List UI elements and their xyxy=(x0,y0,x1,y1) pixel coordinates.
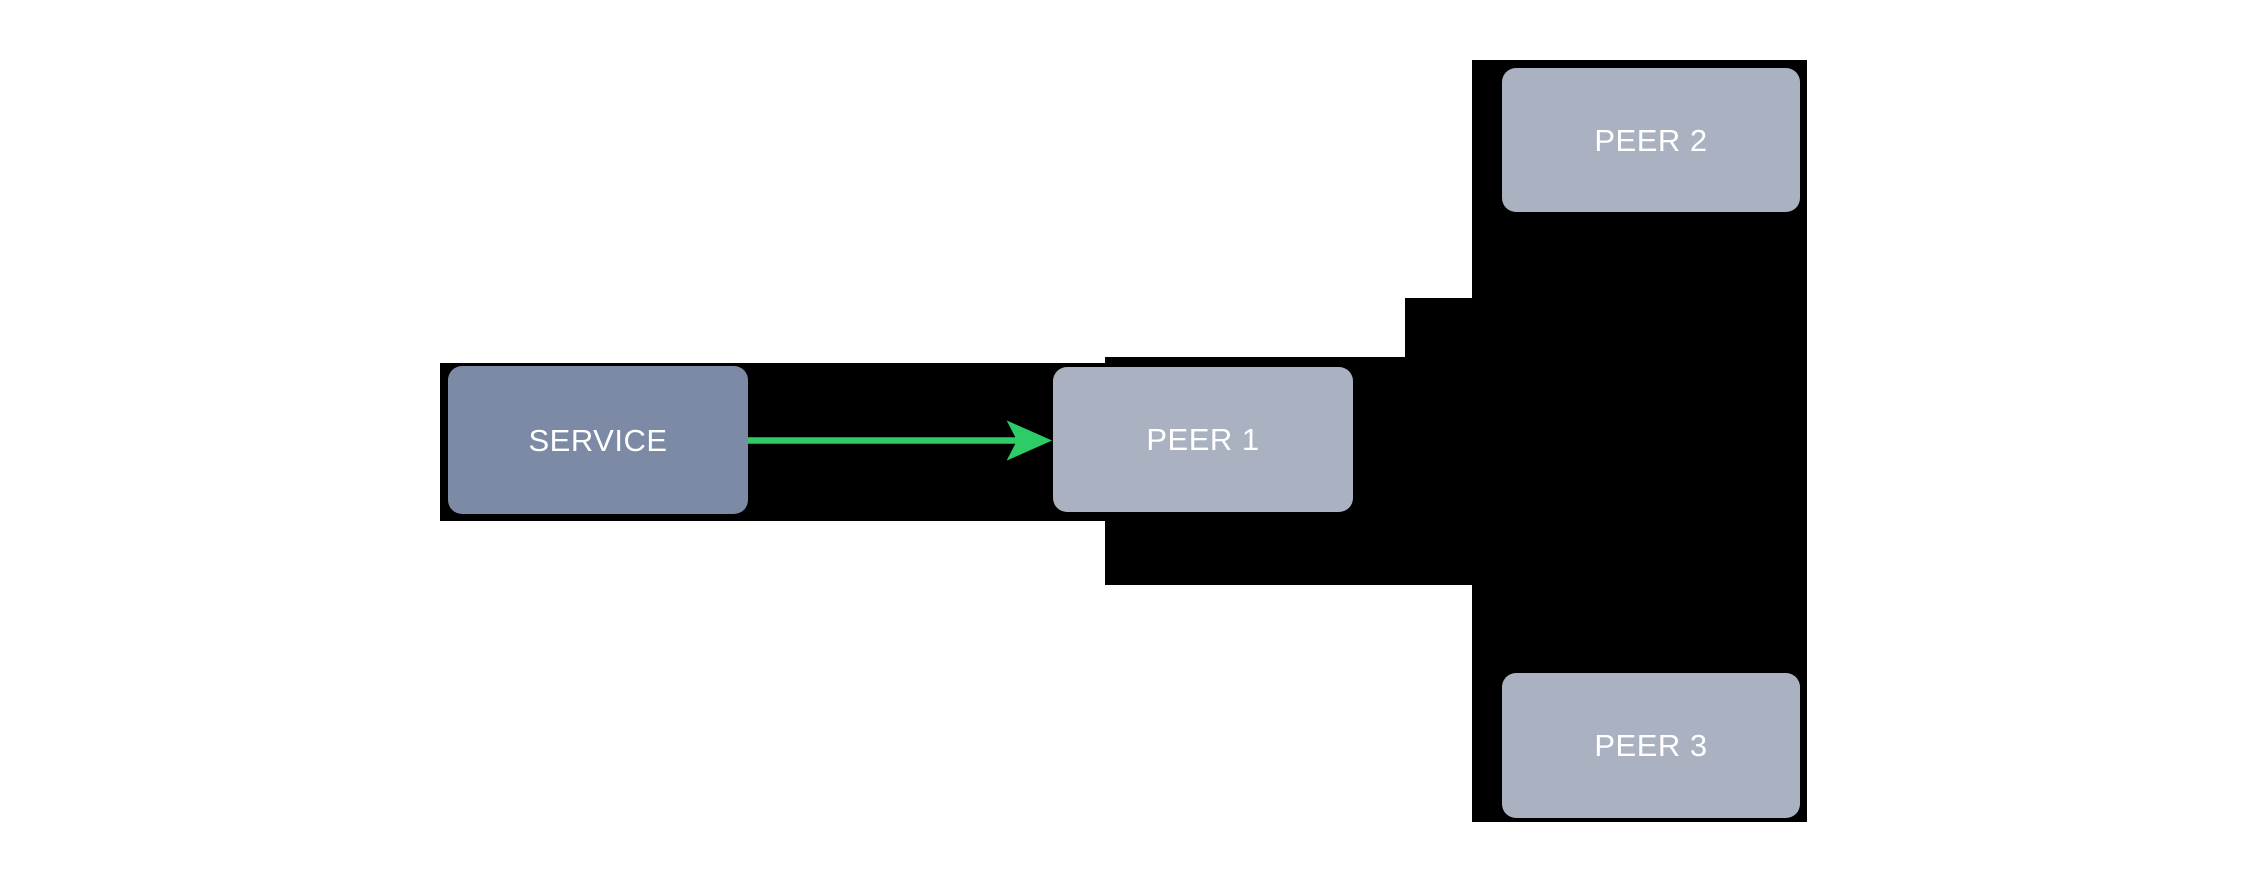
node-peer-3[interactable]: PEER 3 xyxy=(1502,673,1800,818)
node-peer-2-label: PEER 2 xyxy=(1594,122,1708,158)
occlusion-block-center-column xyxy=(1405,298,1807,585)
node-peer-1[interactable]: PEER 1 xyxy=(1053,367,1353,512)
node-peer-1-label: PEER 1 xyxy=(1146,422,1260,457)
node-peer-3-label: PEER 3 xyxy=(1594,728,1708,763)
node-service-label: SERVICE xyxy=(528,422,668,458)
node-service[interactable]: SERVICE xyxy=(448,366,748,514)
edge-service-to-peer1 xyxy=(748,420,1053,461)
node-peer-2[interactable]: PEER 2 xyxy=(1502,68,1800,212)
